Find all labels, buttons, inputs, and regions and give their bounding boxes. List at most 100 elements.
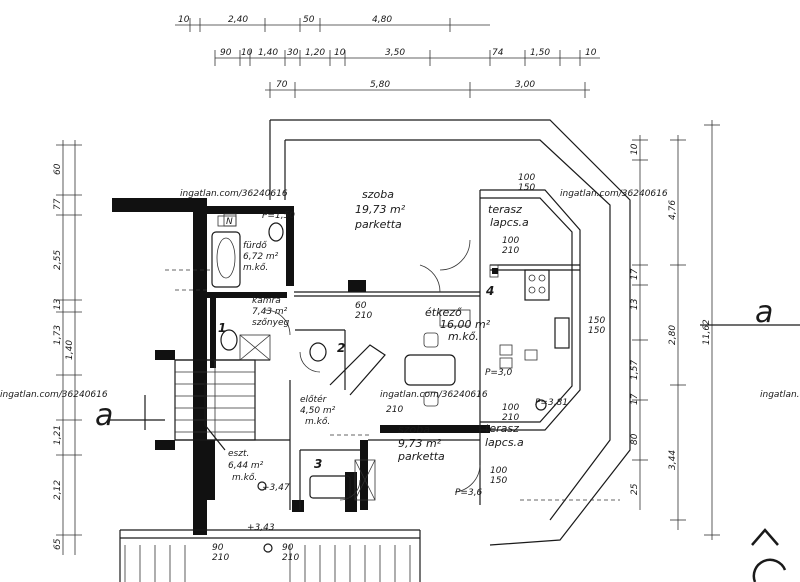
door-mark: 210 xyxy=(212,553,229,563)
section-label: a xyxy=(95,398,113,433)
dim-label: 13 xyxy=(53,298,63,310)
dim-label: 2,12 xyxy=(53,480,63,500)
room-label-terasz-bottom: terasz lapcs.a xyxy=(485,422,524,449)
room-area: 7,43 m² xyxy=(252,307,288,317)
plan-outlines xyxy=(119,119,631,582)
room-floor: lapcs.a xyxy=(490,216,529,229)
left-dimension-lines xyxy=(56,140,82,555)
room-name: étkező xyxy=(425,306,462,319)
door-mark: 90 xyxy=(212,543,224,553)
room-numbers: 1 2 3 4 N xyxy=(218,213,494,471)
door-mark: 150 xyxy=(490,476,507,486)
watermarks: ingatlan.com/36240616 ingatlan.com/36240… xyxy=(0,189,800,400)
room-floor: m.kő. xyxy=(448,330,479,343)
dim-label: 3,50 xyxy=(385,48,405,58)
right-dimension-lines xyxy=(632,120,720,540)
dim-label: 1,20 xyxy=(305,48,325,58)
dim-label: 10 xyxy=(630,143,640,155)
dim-label: 17 xyxy=(630,393,640,405)
structural-walls xyxy=(112,198,490,535)
dim-label: 4,76 xyxy=(668,200,678,220)
room-number-n: N xyxy=(226,217,233,227)
dim-label: 17 xyxy=(630,268,640,280)
dim-label: 50 xyxy=(303,15,315,25)
door-mark: 210 xyxy=(355,311,372,321)
door-swings xyxy=(264,239,481,501)
door-mark: 100 xyxy=(518,173,535,183)
dim-label: 90 xyxy=(220,48,232,58)
room-area: 6,72 m² xyxy=(243,252,279,262)
dim-label: 10 xyxy=(334,48,346,58)
door-mark: 60 xyxy=(355,301,367,311)
section-marker-left: a xyxy=(95,395,165,433)
dim-label: 10 xyxy=(178,15,190,25)
staircase xyxy=(124,359,411,582)
dim-label: 5,80 xyxy=(370,80,390,90)
dim-label: 74 xyxy=(492,48,504,58)
dim-label: 30 xyxy=(287,48,299,58)
dim-label: 2,40 xyxy=(228,15,248,25)
sill-mark: P=1,50 xyxy=(262,211,295,221)
dim-label: 10 xyxy=(585,48,597,58)
room-number-2: 2 xyxy=(337,341,345,355)
level-mark: P=3,6 xyxy=(455,488,483,498)
dining-table xyxy=(404,354,456,386)
sill-mark: P=3,81 xyxy=(535,398,568,408)
dim-label: 1,50 xyxy=(530,48,550,58)
door-mark: 100 xyxy=(502,236,519,246)
toilet xyxy=(268,222,284,242)
room-number-3: 3 xyxy=(314,457,322,471)
left-dimension-labels: 60 77 2,55 13 1,73 1,40 1,21 2,12 65 xyxy=(53,163,75,550)
room-area: 4,50 m² xyxy=(300,406,336,416)
door-marks: 100 150 100 210 150 150 100 210 100 150 … xyxy=(212,173,605,563)
room-label-eszt: eszt. 6,44 m² m.kő. xyxy=(228,449,264,483)
room-name: fürdő xyxy=(243,241,267,251)
section-marker-right: a xyxy=(700,295,800,330)
watermark-text: ingatlan.com/36240616 xyxy=(560,189,668,199)
watermark-text: ingatlan.com/36240616 xyxy=(180,189,288,199)
fixtures xyxy=(211,215,570,501)
door-mark: 150 xyxy=(588,316,605,326)
room-floor: parketta xyxy=(397,450,445,463)
door-mark: 210 xyxy=(502,246,519,256)
room-number-4: 4 xyxy=(485,284,494,298)
dim-label: 80 xyxy=(630,433,640,445)
dim-label: 2,80 xyxy=(668,325,678,345)
room-name: kamra xyxy=(252,296,281,306)
section-label: a xyxy=(755,295,773,330)
room-label-szoba-small: szoba 9,73 m² parketta xyxy=(397,423,445,463)
dim-label: 60 xyxy=(53,163,63,175)
watermark-text: ingatlan.com/36240616 xyxy=(0,390,108,400)
watermark-text: ingatlan.com/36240616 xyxy=(760,390,800,400)
dim-label: 13 xyxy=(630,298,640,310)
room-floor: parketta xyxy=(354,218,402,231)
room-floor: szőnyeg xyxy=(252,318,289,328)
dim-label: 3,44 xyxy=(668,450,678,470)
dim-label: 1,40 xyxy=(258,48,278,58)
level-marks: P=1,50 P=3,81 P=3,0 +3,47 +3,43 P=3,6 xyxy=(247,211,568,553)
room-name: szoba xyxy=(398,423,430,436)
top-dimension-lines xyxy=(175,18,600,98)
room-name: eszt. xyxy=(228,449,249,459)
room-name: terasz xyxy=(485,422,519,435)
sill-mark: P=3,0 xyxy=(485,368,513,378)
room-area: 19,73 m² xyxy=(355,203,406,216)
room-floor: m.kő. xyxy=(305,417,330,427)
dim-label: 10 xyxy=(241,48,253,58)
dim-label: 1,57 xyxy=(630,360,640,380)
room-label-furdo: fürdő 6,72 m² m.kő. xyxy=(243,241,279,273)
overall-dimension: 11,62 xyxy=(702,319,712,345)
room-area: 16,00 m² xyxy=(440,318,491,331)
level-mark: +3,47 xyxy=(262,483,290,493)
top-dimension-labels: 10 2,40 50 4,80 90 10 1,40 30 1,20 10 3,… xyxy=(178,15,597,90)
dim-label: 65 xyxy=(53,538,63,550)
room-name: szoba xyxy=(362,188,394,201)
cooker xyxy=(524,269,550,301)
room-floor: lapcs.a xyxy=(485,436,524,449)
door-mark: 210 xyxy=(502,413,519,423)
dim-label: 2,55 xyxy=(53,250,63,270)
room-name: terasz xyxy=(488,203,522,216)
room-label-terasz-top: terasz lapcs.a xyxy=(488,203,529,229)
dim-label: 3,00 xyxy=(515,80,535,90)
